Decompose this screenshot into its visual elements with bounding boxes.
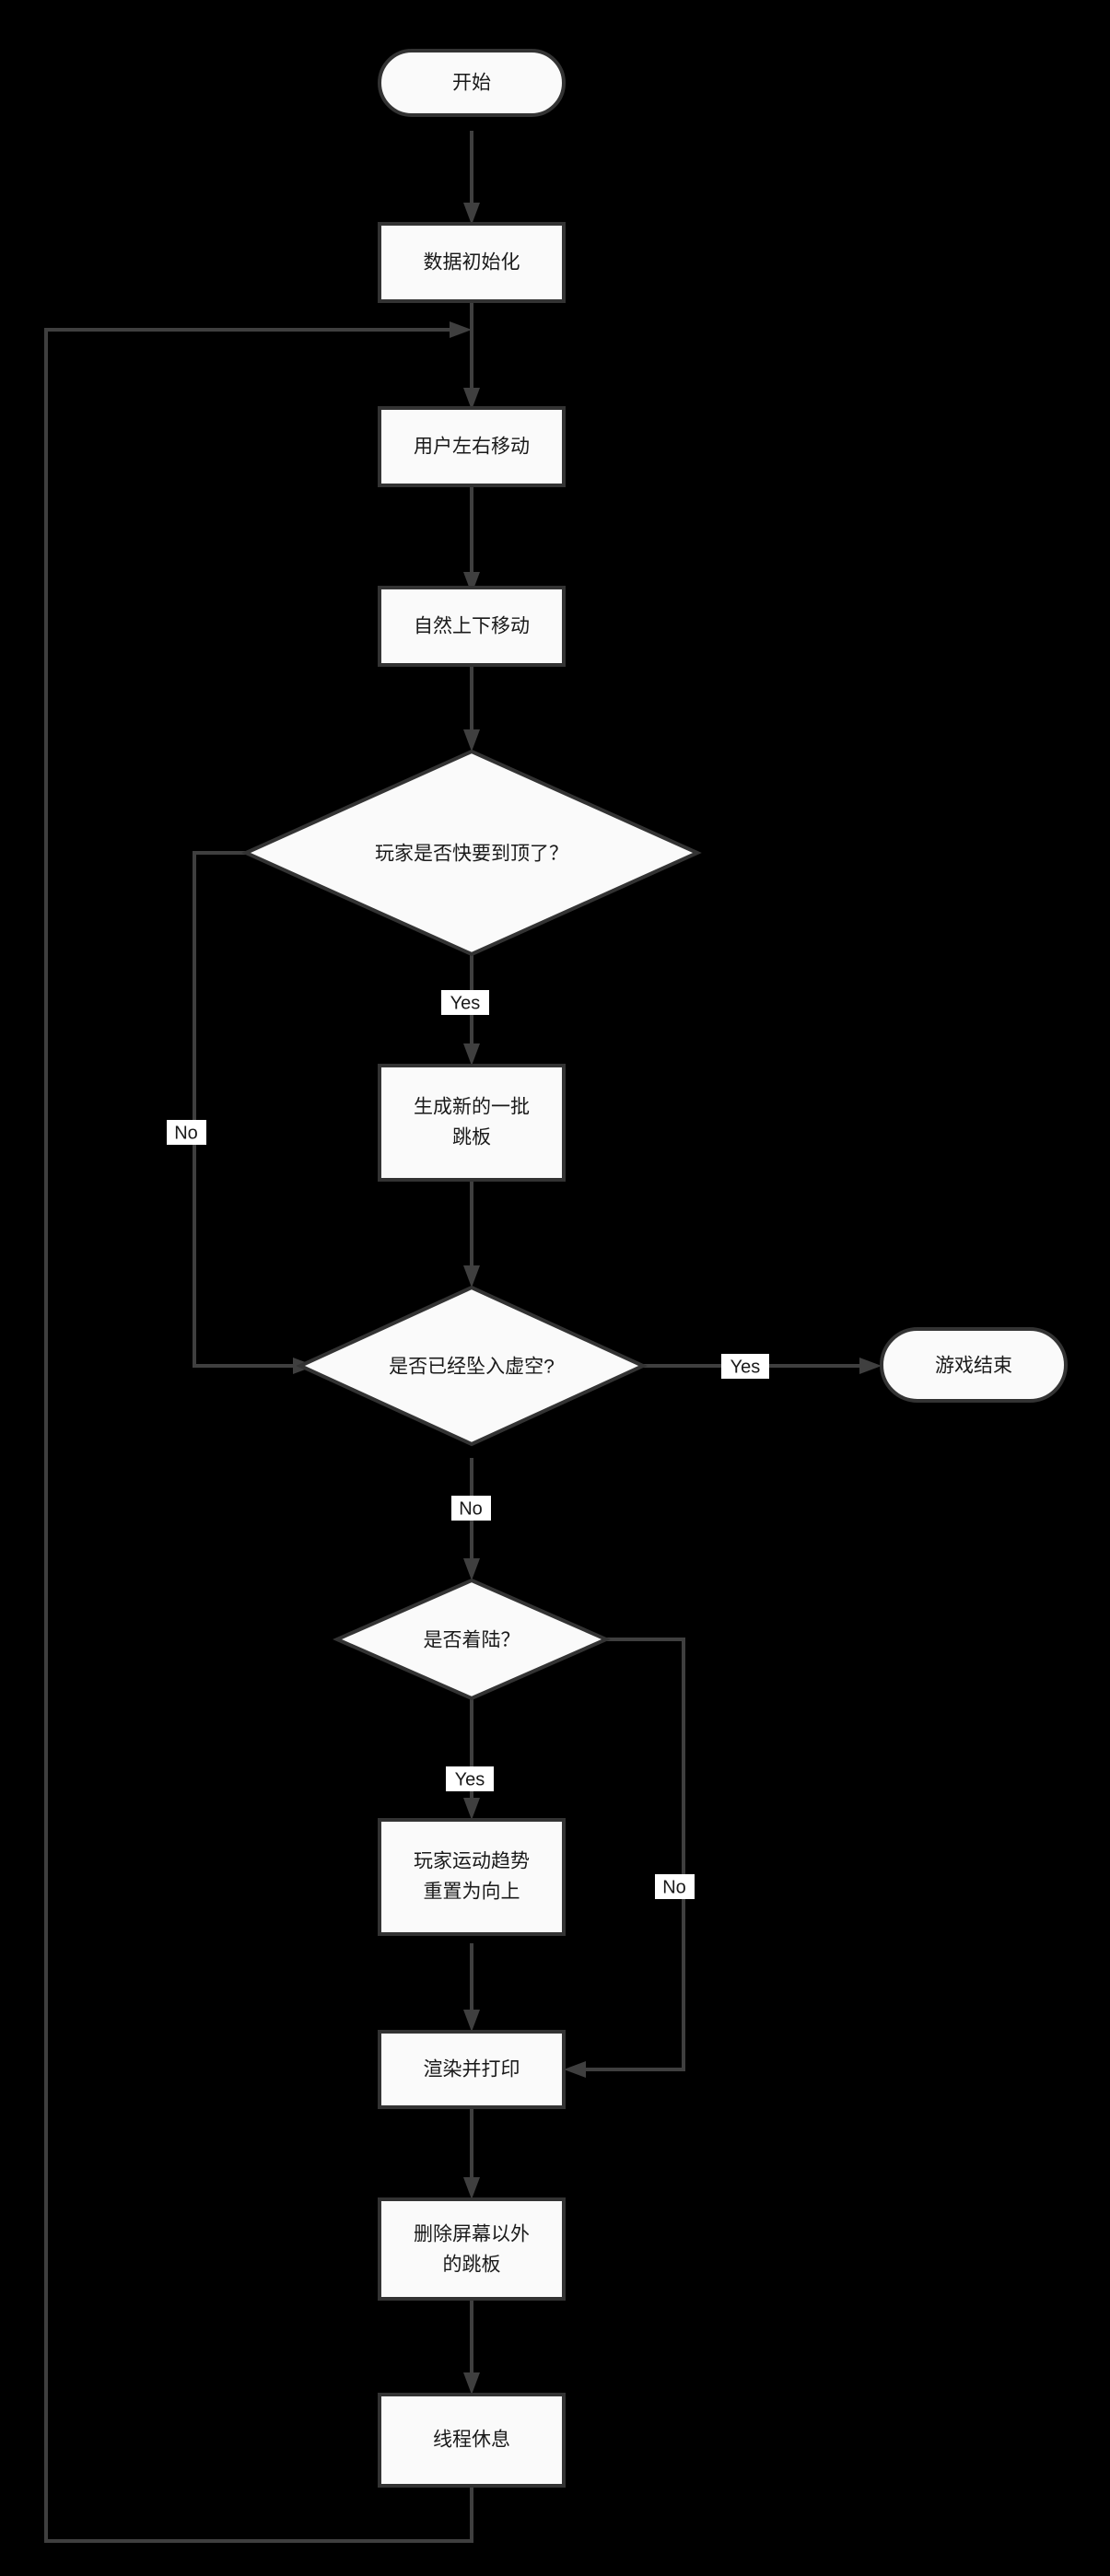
edge-render-to-cull: [463, 2107, 480, 2199]
node-thread-sleep[interactable]: 线程休息: [378, 2393, 566, 2488]
node-game-over[interactable]: 游戏结束: [880, 1327, 1068, 1403]
node-label-reset-up-line1: 玩家运动趋势: [414, 1851, 530, 1872]
edge-label-background: [446, 1766, 494, 1791]
node-shape-rect: [378, 222, 566, 303]
arrow-head-icon: [463, 572, 480, 594]
edge-neartop-no-to-fellvoid: No: [167, 851, 315, 1374]
edge-neartop-yes-to-genplats: Yes: [441, 951, 489, 1066]
edge-label-yes: Yes: [730, 1357, 761, 1377]
node-shape-rect: [378, 2197, 566, 2301]
edge-label-no: No: [662, 1877, 686, 1897]
arrow-head-icon: [463, 388, 480, 410]
node-label-reset-up-line2: 重置为向上: [424, 1882, 520, 1903]
edge-genplats-to-fellvoid: [463, 1180, 480, 1288]
node-move-left-right[interactable]: 用户左右移动: [378, 406, 566, 487]
edge-label-yes: Yes: [455, 1769, 485, 1789]
arrow-head-icon: [463, 729, 480, 752]
arrow-head-icon: [463, 1558, 480, 1580]
edge-movelr-to-moveud: [463, 485, 480, 594]
node-label-gen-platforms-line2: 跳板: [452, 1127, 491, 1148]
node-data-init[interactable]: 数据初始化: [378, 222, 566, 303]
edge-moveud-to-neartop: [463, 665, 480, 752]
arrow-head-icon: [450, 321, 472, 338]
node-reset-motion-up[interactable]: 玩家运动趋势 重置为向上: [378, 1818, 566, 1936]
edge-label-background: [441, 990, 489, 1015]
edge-fellvoid-no-to-landed: No: [451, 1458, 491, 1580]
node-label-cull-line2: 的跳板: [443, 2255, 501, 2276]
node-shape-diamond: [296, 1285, 648, 1447]
edge-cull-to-sleep: [463, 2299, 480, 2395]
node-label-fell-void: 是否已经坠入虚空?: [389, 1357, 555, 1378]
node-shape-rect: [378, 406, 566, 487]
node-cull-offscreen-platforms[interactable]: 删除屏幕以外 的跳板: [378, 2197, 566, 2301]
edge-sleep-to-movelr: [44, 321, 473, 2543]
edge-landed-no-to-render: No: [564, 1638, 695, 2078]
node-label-cull-line1: 删除屏幕以外: [414, 2224, 530, 2245]
edge-label-background: [655, 1874, 695, 1899]
node-label-landed: 是否着陆？: [424, 1630, 520, 1651]
edge-label-no: No: [459, 1498, 483, 1519]
node-label-near-top: 玩家是否快要到顶了？: [375, 844, 568, 865]
node-decision-fell-into-void[interactable]: 是否已经坠入虚空?: [296, 1285, 648, 1447]
arrow-head-icon: [463, 203, 480, 225]
node-label-move-lr: 用户左右移动: [414, 437, 530, 458]
edge-landed-yes-to-resetup: Yes: [446, 1695, 494, 1820]
edge-line: [578, 1638, 685, 2071]
edge-label-background: [451, 1496, 491, 1521]
node-shape-diamond: [241, 749, 702, 957]
node-label-gen-platforms-line1: 生成新的一批: [414, 1097, 530, 1118]
edge-label-no: No: [174, 1123, 198, 1143]
edge-label-yes: Yes: [450, 993, 481, 1013]
node-render-and-print[interactable]: 渲染并打印: [378, 2030, 566, 2109]
node-shape-rect: [378, 2393, 566, 2488]
arrow-head-icon: [463, 1043, 480, 1066]
arrow-head-icon: [463, 2372, 480, 2395]
node-shape-stadium: [880, 1327, 1068, 1403]
edge-start-to-init: [463, 131, 480, 225]
edge-label-background: [167, 1120, 206, 1145]
node-decision-near-top[interactable]: 玩家是否快要到顶了？: [241, 749, 702, 957]
arrow-head-icon: [859, 1358, 882, 1374]
node-label-render: 渲染并打印: [424, 2059, 520, 2081]
node-shape-rect: [378, 586, 566, 667]
node-shape-stadium: [378, 49, 566, 117]
node-decision-landed[interactable]: 是否着陆？: [333, 1578, 611, 1701]
edge-fellvoid-yes-to-gameover: Yes: [643, 1354, 882, 1379]
node-shape-rect: [378, 2030, 566, 2109]
arrow-head-icon: [463, 1798, 480, 1820]
node-start[interactable]: 开始: [378, 49, 566, 117]
node-label-move-ud: 自然上下移动: [414, 616, 530, 637]
edge-line: [44, 328, 473, 2543]
arrow-head-icon: [463, 2010, 480, 2032]
edge-init-to-movelr: [463, 301, 480, 410]
node-shape-diamond: [333, 1578, 611, 1701]
node-label-init: 数据初始化: [424, 252, 520, 274]
edge-line: [193, 851, 300, 1368]
edge-label-background: [721, 1354, 769, 1379]
node-label-game-over: 游戏结束: [935, 1356, 1012, 1377]
node-label-sleep: 线程休息: [433, 2430, 510, 2451]
node-shape-rect: [378, 1818, 566, 1936]
arrow-head-icon: [463, 1265, 480, 1288]
edge-resetup-to-render: [463, 1943, 480, 2032]
arrow-head-icon: [463, 2177, 480, 2199]
node-shape-rect: [378, 1064, 566, 1182]
node-label-start: 开始: [452, 73, 491, 94]
node-move-up-down[interactable]: 自然上下移动: [378, 586, 566, 667]
arrow-head-icon: [564, 2061, 586, 2078]
node-generate-platforms[interactable]: 生成新的一批 跳板: [378, 1064, 566, 1182]
